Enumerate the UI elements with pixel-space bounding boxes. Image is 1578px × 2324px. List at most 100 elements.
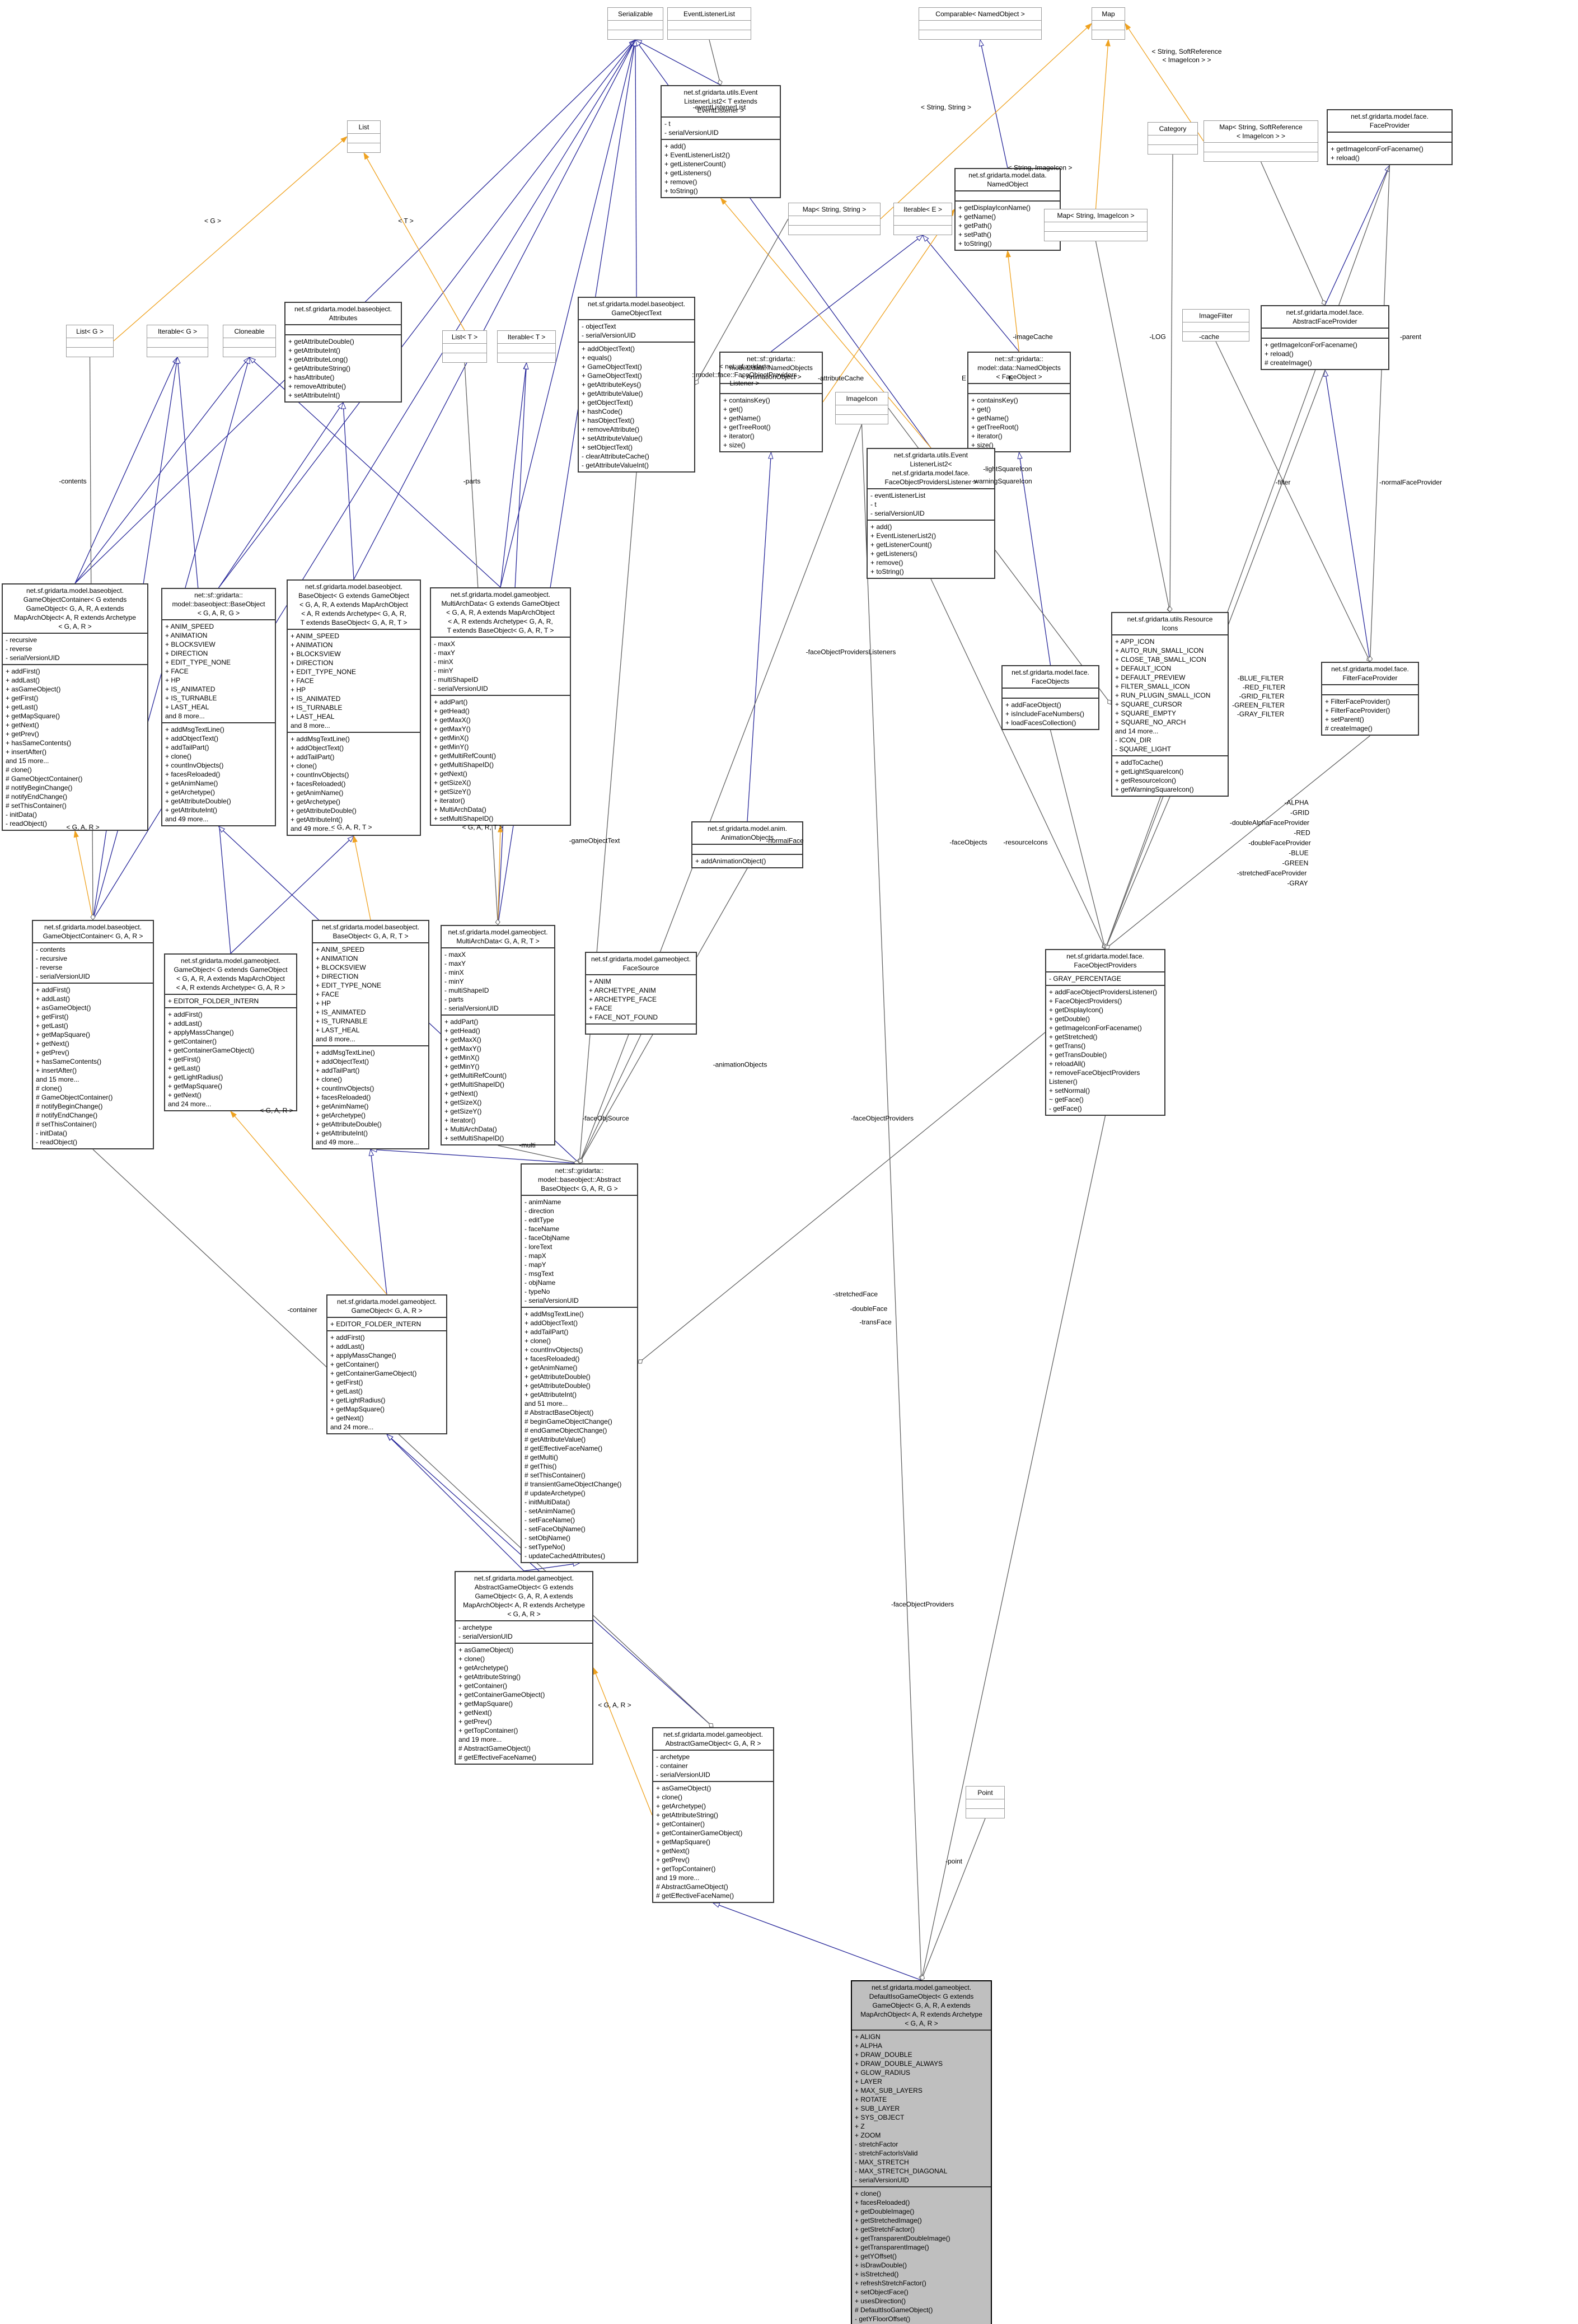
edge-gocontainer_gar-to-gocontainer_big (73, 830, 93, 920)
class-iterable_e[interactable]: Iterable< E > (893, 203, 952, 235)
class-attributes (1003, 688, 1098, 698)
edge-abstractgameobject_generic-to-gameobject_gar (386, 1433, 525, 1572)
class-title: Map< String, SoftReference < ImageIcon >… (1219, 123, 1303, 140)
class-gocontainer_big[interactable]: net.sf.gridarta.model.baseobject. GameOb… (2, 583, 148, 831)
class-defaultisogameobject[interactable]: net.sf.gridarta.model.gameobject. Defaul… (851, 1980, 992, 2324)
edge-label: -ALPHA (1284, 798, 1309, 807)
class-abstractgameobject_gar[interactable]: net.sf.gridarta.model.gameobject. Abstra… (652, 1727, 774, 1903)
class-animationobjects[interactable]: net.sf.gridarta.model.anim. AnimationObj… (691, 821, 803, 868)
class-title: net.sf.gridarta.model.gameobject. GameOb… (336, 1298, 437, 1315)
class-imagefilter[interactable]: ImageFilter (1182, 309, 1249, 342)
class-category[interactable]: Category (1148, 122, 1198, 155)
edge-label: < G, A, R > (66, 823, 100, 831)
class-methods: + containsKey() + get() + getName() + ge… (968, 393, 1070, 451)
class-map_string_imageicon[interactable]: Map< String, ImageIcon > (1044, 209, 1148, 241)
class-serializable[interactable]: Serializable (607, 7, 663, 40)
class-methods: + FilterFaceProvider() + FilterFaceProvi… (1322, 694, 1418, 735)
class-namedobject[interactable]: net.sf.gridarta.model.data. NamedObject+… (954, 168, 1061, 251)
edge-label: < G, A, R > (260, 1106, 293, 1115)
class-attributes[interactable]: net.sf.gridarta.model.baseobject. Attrib… (284, 302, 402, 403)
class-gameobject_generic[interactable]: net.sf.gridarta.model.gameobject. GameOb… (164, 953, 297, 1111)
class-iterable_g[interactable]: Iterable< G > (147, 325, 208, 357)
class-namedobjects_face[interactable]: net::sf::gridarta:: model::data::NamedOb… (967, 352, 1071, 452)
class-iterable_t[interactable]: Iterable< T > (497, 330, 556, 363)
class-ell2_fopl[interactable]: net.sf.gridarta.utils.Event ListenerList… (867, 448, 995, 579)
class-abstractfaceprovider[interactable]: net.sf.gridarta.model.face. AbstractFace… (1261, 305, 1389, 370)
edge-label: -BLUE (1289, 849, 1309, 857)
class-abstractgameobject_generic[interactable]: net.sf.gridarta.model.gameobject. Abstra… (455, 1571, 593, 1765)
class-methods: + addMsgTextLine() + addObjectText() + a… (313, 1045, 428, 1148)
class-methods: + add() + EventListenerList2() + getList… (662, 139, 780, 197)
edge-namedobjects_anim-to-iterable_e (771, 235, 924, 352)
class-methods: + addFirst() + addLast() + asGameObject(… (3, 664, 147, 830)
class-namedobjects_anim[interactable]: net::sf::gridarta:: model::data::NamedOb… (719, 352, 823, 452)
class-title: net.sf.gridarta.utils.Resource Icons (1127, 615, 1213, 632)
class-list_plain[interactable]: List (347, 120, 381, 153)
class-attributes (1204, 142, 1318, 152)
class-event_listener_list2_t[interactable]: net.sf.gridarta.utils.Event ListenerList… (661, 85, 781, 198)
class-list_t[interactable]: List< T > (442, 330, 487, 363)
class-map[interactable]: Map (1092, 7, 1125, 40)
edge-label: -filter (1275, 478, 1291, 487)
class-methods (348, 143, 380, 152)
class-baseobject_gart[interactable]: net.sf.gridarta.model.baseobject. BaseOb… (312, 920, 429, 1149)
class-point[interactable]: Point (966, 1786, 1005, 1818)
class-attributes: - eventListenerList - t - serialVersionU… (868, 488, 994, 520)
class-title: List< G > (76, 328, 104, 335)
class-faceprovider[interactable]: net.sf.gridarta.model.face. FaceProvider… (1327, 109, 1453, 165)
class-title: Map< String, String > (802, 205, 867, 213)
edge-facesource-to-abstractbaseobject (578, 1034, 641, 1164)
edge-label: E (961, 374, 967, 382)
class-gocontainer_gar[interactable]: net.sf.gridarta.model.baseobject. GameOb… (32, 920, 154, 1149)
class-gameobject_gar[interactable]: net.sf.gridarta.model.gameobject. GameOb… (326, 1294, 447, 1434)
class-attributes (1045, 222, 1147, 231)
class-multiarchdata_big[interactable]: net.sf.gridarta.model.gameobject. MultiA… (430, 587, 571, 826)
edge-multiarchdata_big-to-iterable_t (500, 362, 528, 588)
edge-gocontainer_big-to-iterable_g (74, 356, 178, 584)
edge-label: -normalFace (766, 836, 804, 845)
class-resourceicons[interactable]: net.sf.gridarta.utils.Resource Icons + AP… (1111, 612, 1229, 797)
class-methods: + getImageIconForFacename() + reload() #… (1262, 338, 1388, 369)
class-facesource[interactable]: net.sf.gridarta.model.gameobject. FaceSo… (585, 952, 697, 1035)
class-methods: + asGameObject() + clone() + getArchetyp… (653, 1781, 773, 1902)
class-imageicon[interactable]: ImageIcon (835, 392, 888, 424)
class-methods (966, 1808, 1004, 1818)
edge-label: -stretchedFace (832, 1290, 878, 1298)
edge-label: -normalFaceProvider (1379, 478, 1443, 487)
class-gameobjecttext[interactable]: net.sf.gridarta.model.baseobject. GameOb… (578, 297, 695, 473)
class-map_string_string[interactable]: Map< String, String > (788, 203, 881, 235)
class-methods: + asGameObject() + clone() + getArchetyp… (456, 1643, 592, 1764)
edge-point-to-defaultisogameobject (920, 1818, 986, 1981)
class-title: net.sf.gridarta.utils.Event ListenerList… (683, 88, 758, 114)
class-attributes (498, 343, 555, 353)
class-attributes: - contents - recursive - reverse - seria… (33, 942, 153, 983)
class-methods: + addMsgTextLine() + addObjectText() + a… (162, 722, 275, 825)
class-filterfaceprovider[interactable]: net.sf.gridarta.model.face. FilterFacePr… (1321, 662, 1419, 736)
class-baseobject_generic[interactable]: net.sf.gridarta.model.baseobject. BaseOb… (287, 579, 421, 836)
edge-label: -resourceIcons (1003, 838, 1048, 847)
class-baseobject_cpp[interactable]: net::sf::gridarta:: model::baseobject::B… (161, 588, 276, 826)
class-methods (1092, 30, 1125, 39)
class-title: net.sf.gridarta.model.gameobject. Defaul… (860, 1984, 982, 2027)
edge-multiarchdata_gart-to-multiarchdata_big (497, 825, 503, 925)
class-title: net.sf.gridarta.model.face. FaceProvider (1351, 113, 1429, 129)
class-multiarchdata_gart[interactable]: net.sf.gridarta.model.gameobject. MultiA… (441, 925, 555, 1145)
class-methods: + addPart() + getHead() + getMaxX() + ge… (442, 1014, 554, 1144)
edge-resourceicons-to-faceobjectproviders (1104, 796, 1170, 950)
edge-label: -RED (1294, 829, 1310, 837)
class-faceobjectproviders[interactable]: net.sf.gridarta.model.face. FaceObjectPr… (1045, 949, 1165, 1116)
class-map_string_softref[interactable]: Map< String, SoftReference < ImageIcon >… (1204, 120, 1318, 162)
class-attributes: + APP_ICON + AUTO_RUN_SMALL_ICON + CLOSE… (1112, 634, 1228, 755)
class-comparable[interactable]: Comparable< NamedObject > (919, 7, 1042, 40)
class-methods: + addFirst() + addLast() + applyMassChan… (327, 1330, 446, 1433)
edge-label: -point (945, 1857, 963, 1865)
class-eventlistenerlist[interactable]: EventListenerList (667, 7, 751, 40)
class-list_g[interactable]: List< G > (66, 325, 114, 357)
class-abstractbaseobject[interactable]: net::sf::gridarta:: model::baseobject::A… (521, 1163, 638, 1563)
class-cloneable[interactable]: Cloneable (223, 325, 276, 357)
class-methods (67, 347, 113, 357)
class-faceobjects[interactable]: net.sf.gridarta.model.face. FaceObjects+… (1001, 665, 1099, 730)
class-title: net.sf.gridarta.model.face. FaceObjectPr… (1066, 952, 1144, 969)
class-methods (498, 353, 555, 362)
class-methods (1148, 144, 1197, 154)
